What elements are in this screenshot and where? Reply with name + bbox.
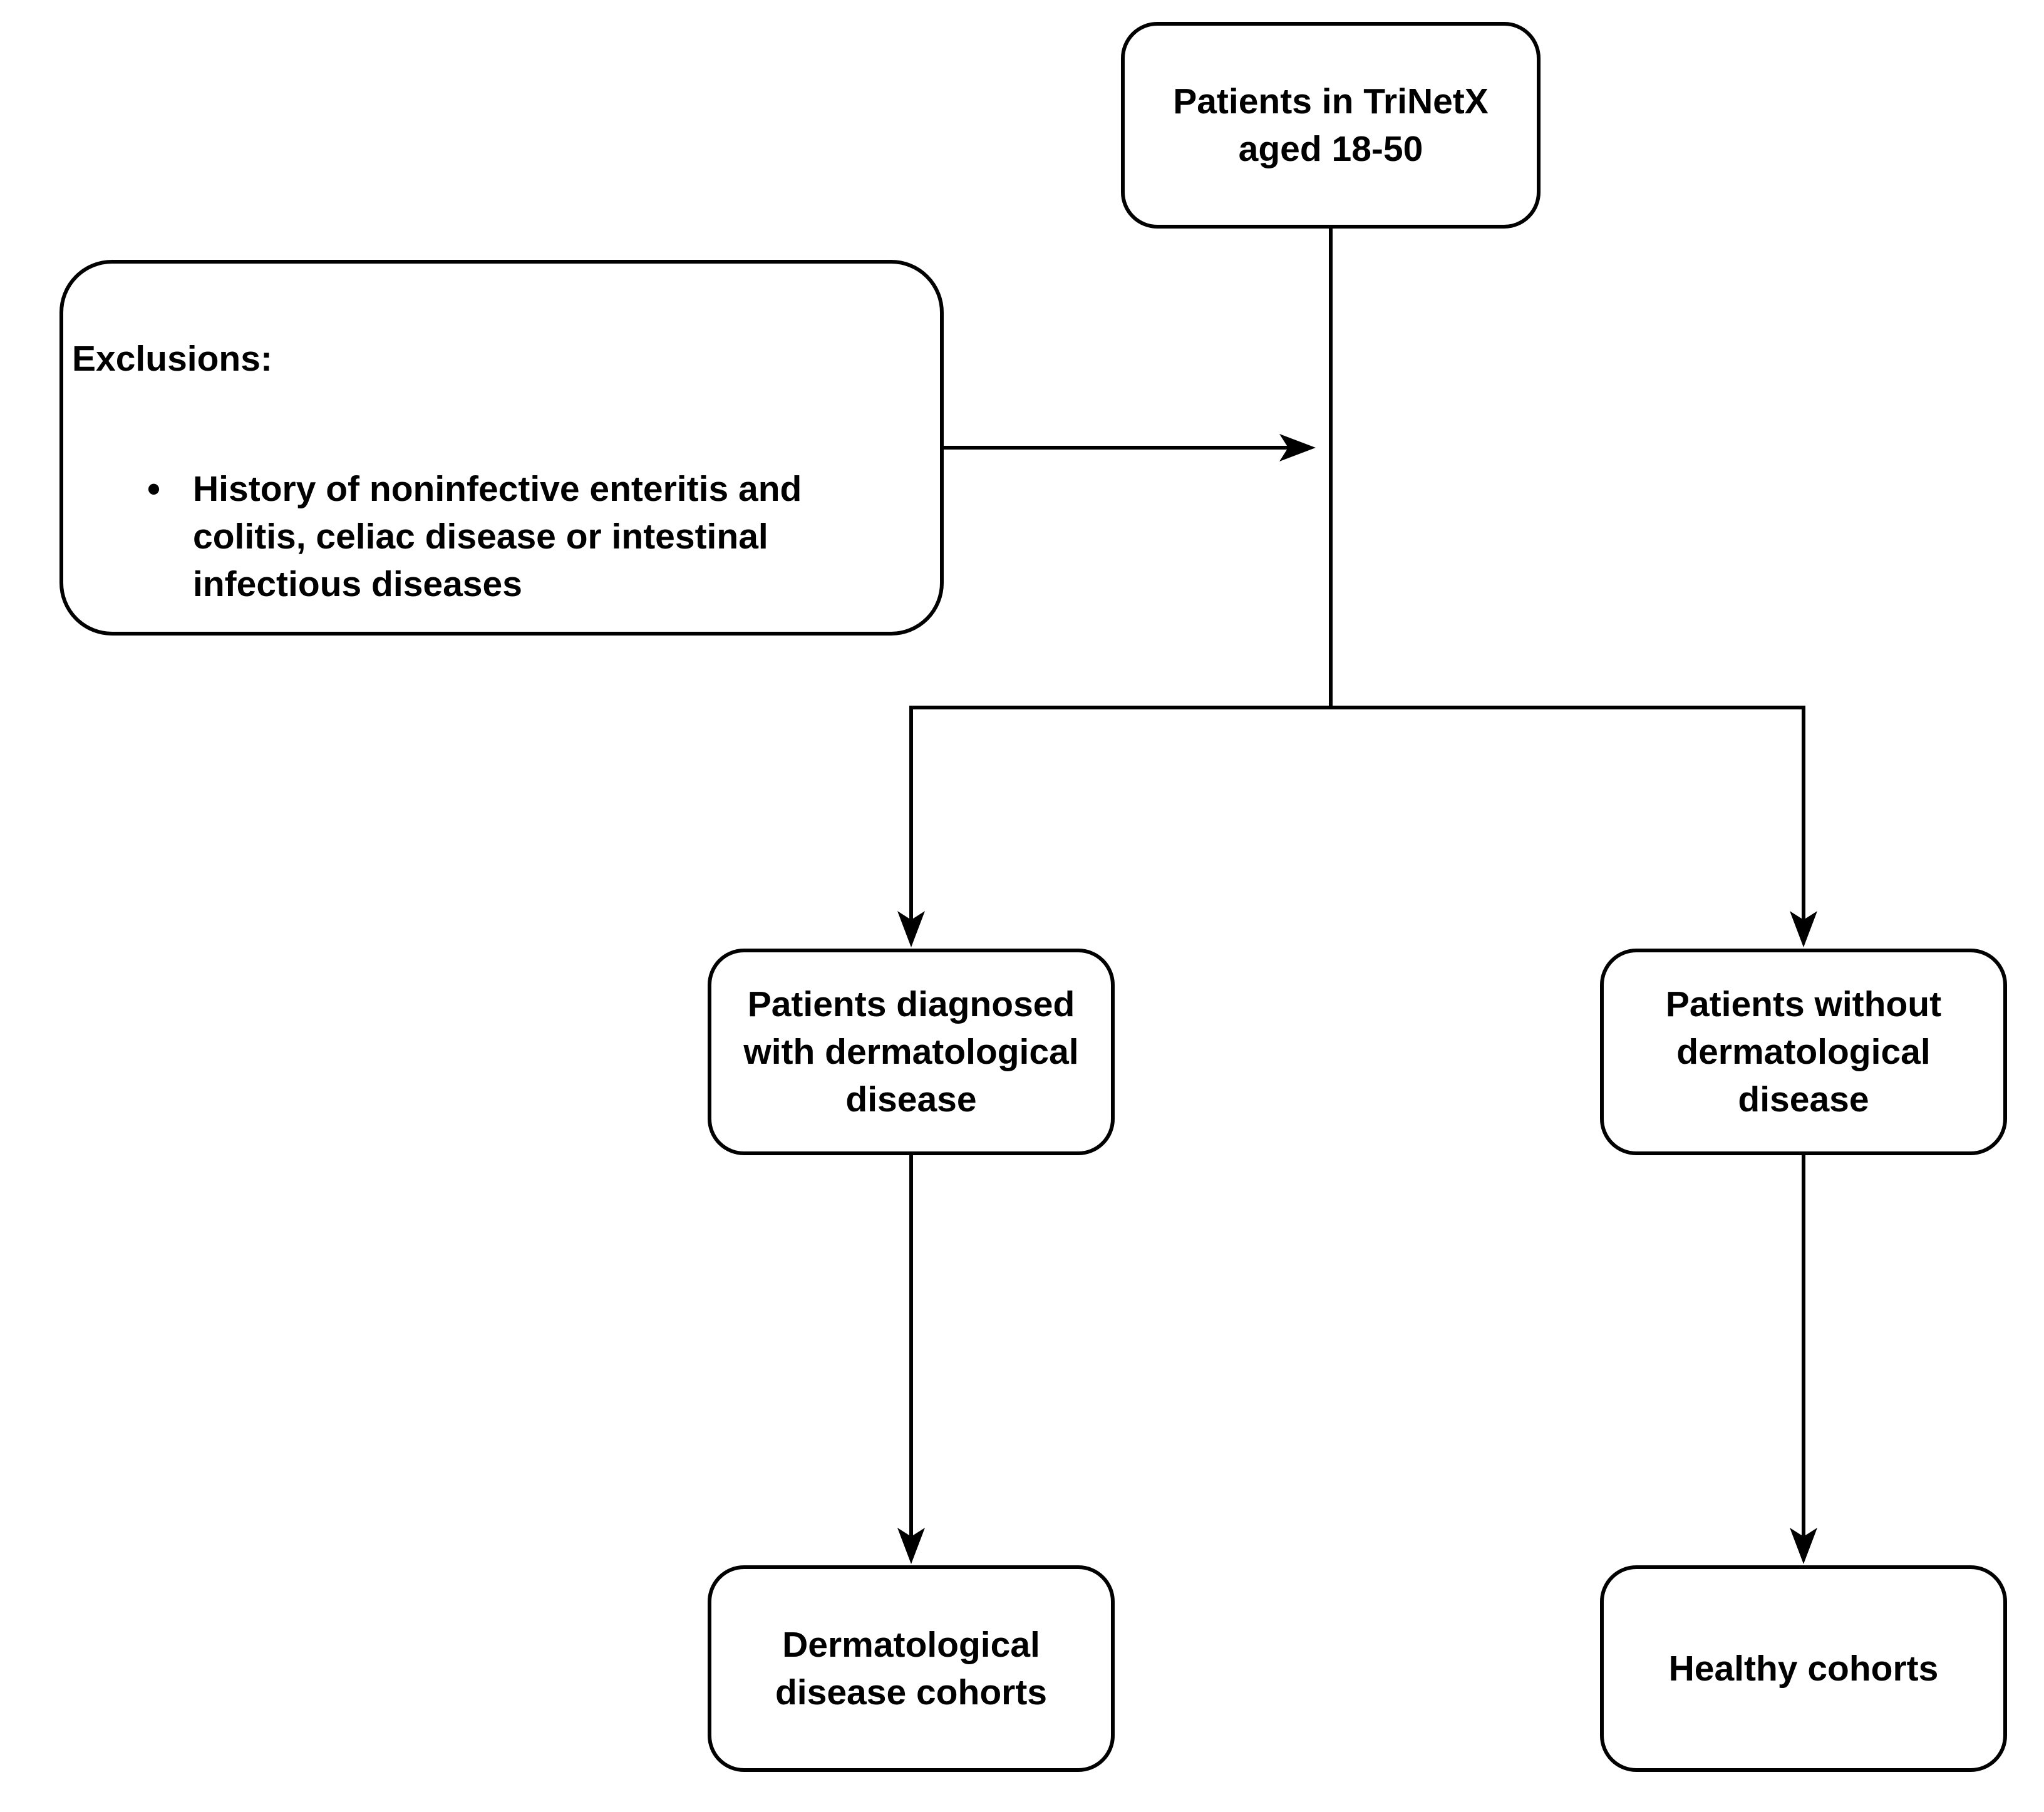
node-healthy-cohorts: Healthy cohorts — [1600, 1565, 2007, 1772]
node-derm-disease-cohorts-label: Dermatological disease cohorts — [775, 1625, 1047, 1712]
node-patients-with-derm-disease-label: Patients diagnosed with dermatological d… — [743, 984, 1079, 1120]
arrowhead-right-drop — [1790, 911, 1817, 947]
exclusions-title: Exclusions: — [72, 339, 272, 379]
node-patients-trinetx: Patients in TriNetX aged 18-50 — [1121, 22, 1541, 229]
arrowhead-left-drop — [897, 911, 925, 947]
node-healthy-cohorts-label: Healthy cohorts — [1668, 1649, 1939, 1689]
bullet-icon: • — [147, 468, 161, 510]
node-patients-without-derm-disease-label: Patients without dermatological disease — [1665, 984, 1942, 1120]
arrowhead-right-lower-drop — [1790, 1528, 1817, 1564]
node-patients-trinetx-label: Patients in TriNetX aged 18-50 — [1173, 81, 1489, 169]
exclusions-item-text: History of noninfective enteritis and co… — [193, 469, 802, 604]
exclusions-list-item: • History of noninfective enteritis and … — [147, 465, 929, 608]
node-patients-with-derm-disease: Patients diagnosed with dermatological d… — [708, 949, 1115, 1155]
arrowhead-left-lower-drop — [897, 1528, 925, 1564]
node-derm-disease-cohorts: Dermatological disease cohorts — [708, 1565, 1115, 1772]
node-exclusions: Exclusions: • History of noninfective en… — [59, 260, 944, 636]
node-patients-without-derm-disease: Patients without dermatological disease — [1600, 949, 2007, 1155]
arrowhead-exclusions-arrow — [1279, 434, 1316, 461]
